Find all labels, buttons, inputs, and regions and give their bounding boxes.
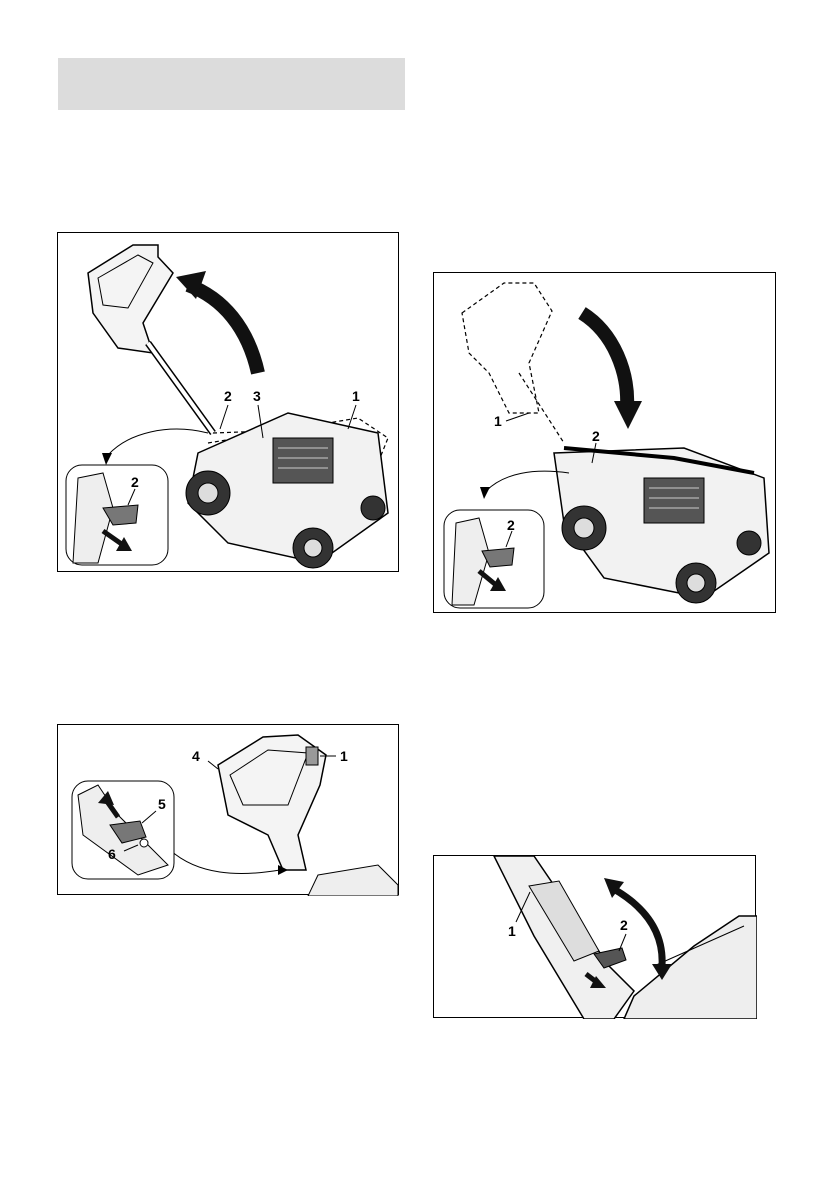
- callout-2: 2: [620, 917, 628, 933]
- callout-1: 1: [340, 748, 348, 764]
- callout-2: 2: [592, 428, 600, 444]
- callout-1: 1: [494, 413, 502, 429]
- inset-callout-6: 6: [108, 846, 116, 862]
- figure-handle-lever: 4 1 5 6: [57, 724, 399, 895]
- callout-2: 2: [224, 388, 232, 404]
- section-header-bar: [58, 58, 405, 110]
- callout-1: 1: [508, 923, 516, 939]
- figure-handle-lever-illustration: 4 1 5 6: [58, 725, 400, 896]
- callout-3: 3: [253, 388, 261, 404]
- figure-handle-fold-illustration: 1 2 2: [434, 273, 777, 614]
- figure-handle-height-lever: 1 2: [433, 855, 756, 1018]
- figure-handle-height-lever-illustration: 1 2: [434, 856, 757, 1019]
- rotate-arrow-icon: [188, 285, 258, 373]
- figure-handle-fold: 1 2 2: [433, 272, 776, 613]
- inset-callout-5: 5: [158, 796, 166, 812]
- callout-4: 4: [192, 748, 200, 764]
- callout-1: 1: [352, 388, 360, 404]
- figure-handle-unfold: 2 3 1 2: [57, 232, 399, 572]
- inset-callout-2: 2: [507, 517, 515, 533]
- figure-handle-unfold-illustration: 2 3 1 2: [58, 233, 400, 573]
- inset-callout-2: 2: [131, 474, 139, 490]
